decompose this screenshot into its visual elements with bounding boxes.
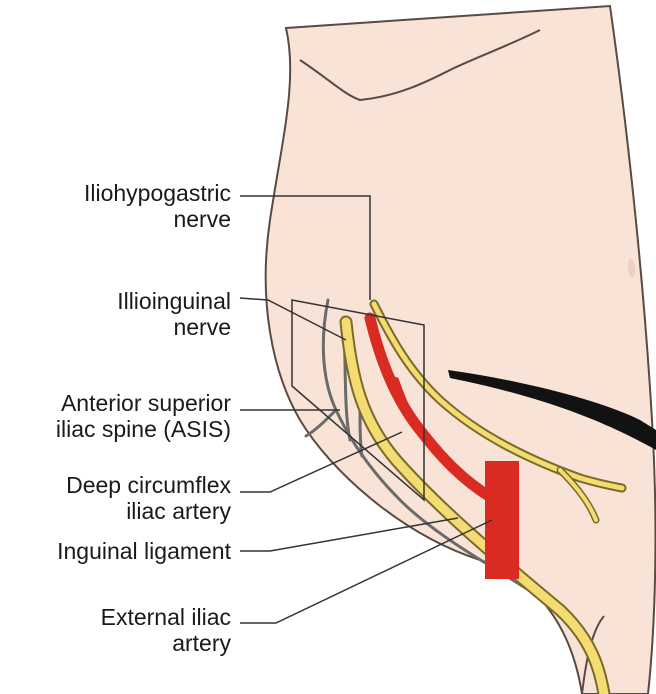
label-external-iliac-line1: External iliac — [101, 604, 231, 630]
label-external-iliac-line2: artery — [101, 630, 231, 656]
label-ilioinguinal-line1: Illioinguinal — [117, 288, 231, 314]
label-iliohypogastric: Iliohypogastric nerve — [84, 180, 231, 232]
label-asis-line2: iliac spine (ASIS) — [56, 416, 231, 442]
label-inguinal-ligament-line1: Inguinal ligament — [57, 538, 231, 564]
label-ilioinguinal: Illioinguinal nerve — [117, 288, 231, 340]
label-external-iliac: External iliac artery — [101, 604, 231, 656]
label-deep-circumflex-line1: Deep circumflex — [66, 472, 231, 498]
label-deep-circumflex: Deep circumflex iliac artery — [66, 472, 231, 524]
label-iliohypogastric-line2: nerve — [84, 206, 231, 232]
label-ilioinguinal-line2: nerve — [117, 314, 231, 340]
label-asis-line1: Anterior superior — [56, 390, 231, 416]
label-iliohypogastric-line1: Iliohypogastric — [84, 180, 231, 206]
label-deep-circumflex-line2: iliac artery — [66, 498, 231, 524]
label-inguinal-ligament: Inguinal ligament — [57, 538, 231, 564]
label-asis: Anterior superior iliac spine (ASIS) — [56, 390, 231, 442]
